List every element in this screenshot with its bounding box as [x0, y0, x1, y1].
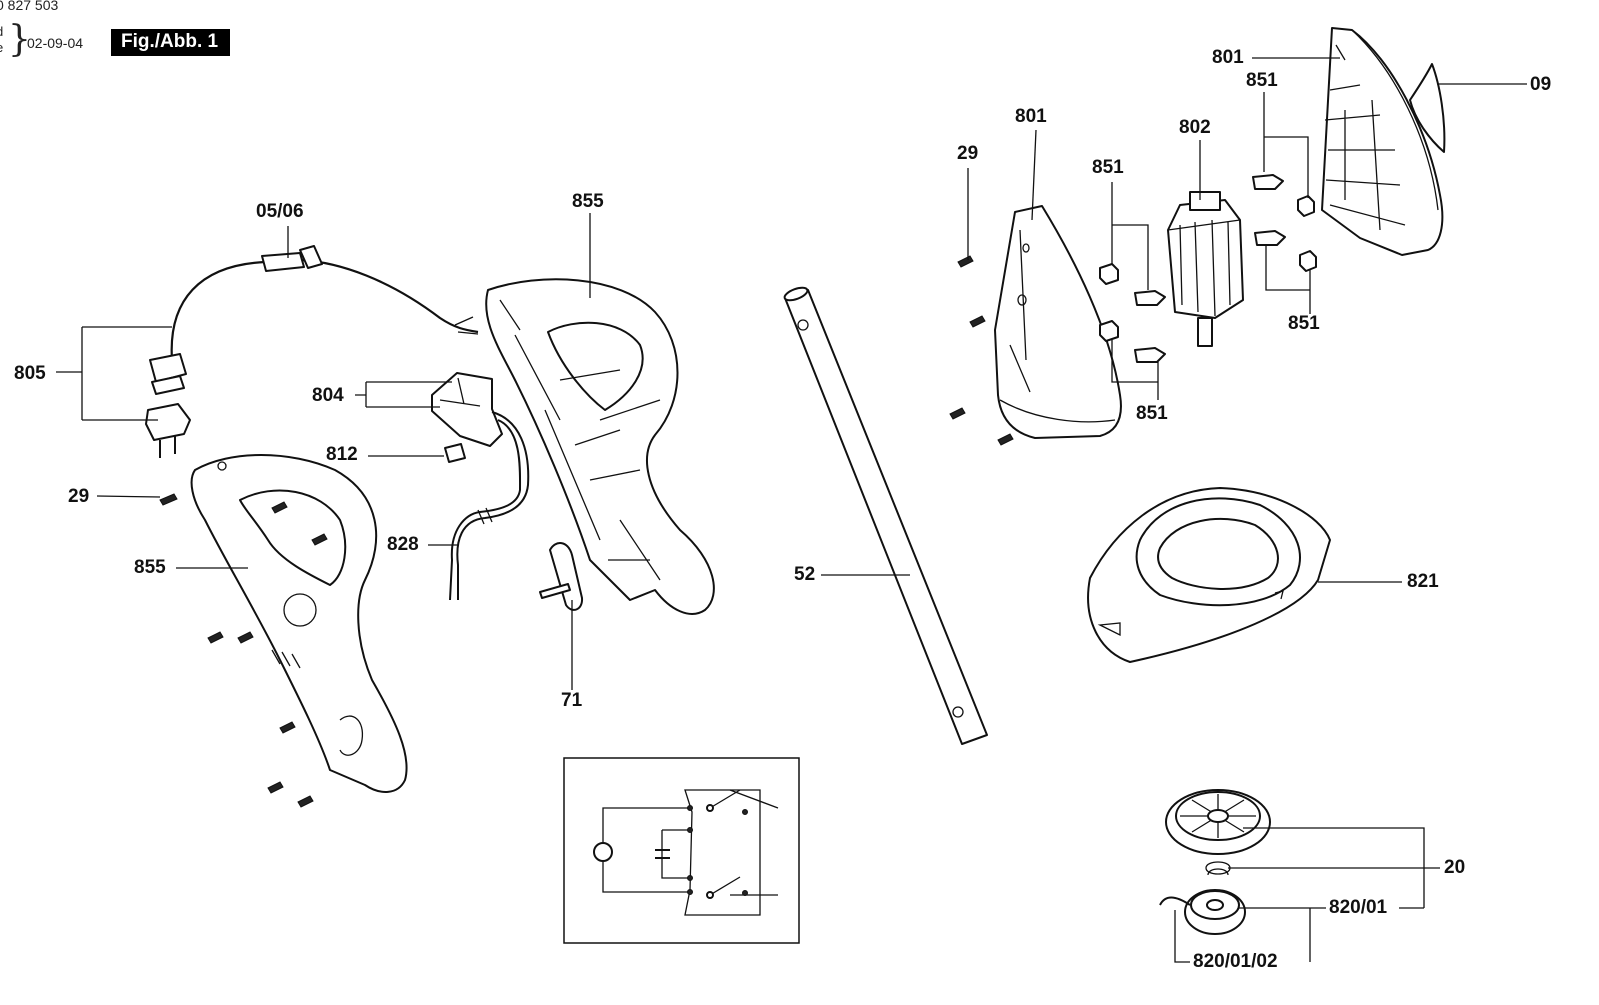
screw-set-29-right [949, 255, 1014, 446]
label-09: 09 [1530, 74, 1552, 95]
handle-half-855-inner [485, 278, 715, 615]
label-801-top: 801 [1212, 47, 1244, 68]
brace-glyph: } [8, 19, 31, 60]
tube-52 [783, 286, 988, 745]
label-821: 821 [1407, 571, 1439, 592]
label-801: 801 [1015, 106, 1047, 127]
leader-lines [56, 57, 1527, 963]
figure-badge: Fig./Abb. 1 [111, 29, 231, 56]
label-52: 52 [794, 564, 816, 585]
spool-assembly-20 [1159, 789, 1271, 935]
label-20: 20 [1444, 857, 1466, 878]
switch-804 [431, 372, 503, 447]
label-29-left: 29 [68, 486, 90, 507]
wiring-828 [449, 411, 530, 601]
revision-date: 02-09-04 [27, 35, 84, 51]
label-851-left: 851 [1092, 157, 1124, 178]
handle-half-855-outer [190, 454, 408, 793]
label-851-right: 851 [1288, 313, 1320, 334]
label-71: 71 [561, 690, 583, 711]
edition-code-bottom: e [0, 40, 3, 55]
wiring-schematic [563, 757, 800, 944]
label-805: 805 [14, 363, 46, 384]
label-804: 804 [312, 385, 344, 406]
trigger-part-71 [539, 542, 584, 611]
label-0506: 05/06 [256, 201, 304, 222]
brush-holders-851 [1099, 174, 1317, 363]
switch-part-812 [444, 443, 466, 463]
label-851-bottom: 851 [1136, 403, 1168, 424]
screw-set-29-left [159, 493, 328, 808]
label-851-top: 851 [1246, 70, 1278, 91]
guard-821 [1087, 487, 1331, 663]
label-855-left: 855 [134, 557, 166, 578]
document-number: 0 827 503 [0, 0, 59, 13]
label-812: 812 [326, 444, 358, 465]
mains-cable-0506 [145, 245, 479, 458]
label-802: 802 [1179, 117, 1211, 138]
housing-half-801-left [994, 205, 1122, 439]
cover-part-09 [1409, 63, 1446, 153]
label-29-right: 29 [957, 143, 979, 164]
label-855-top: 855 [572, 191, 604, 212]
label-820-01-02: 820/01/02 [1193, 951, 1278, 972]
label-828: 828 [387, 534, 419, 555]
edition-code-top: d [0, 24, 3, 39]
housing-half-801-right [1321, 27, 1444, 256]
label-820-01: 820/01 [1329, 897, 1388, 918]
motor-802 [1167, 191, 1244, 347]
